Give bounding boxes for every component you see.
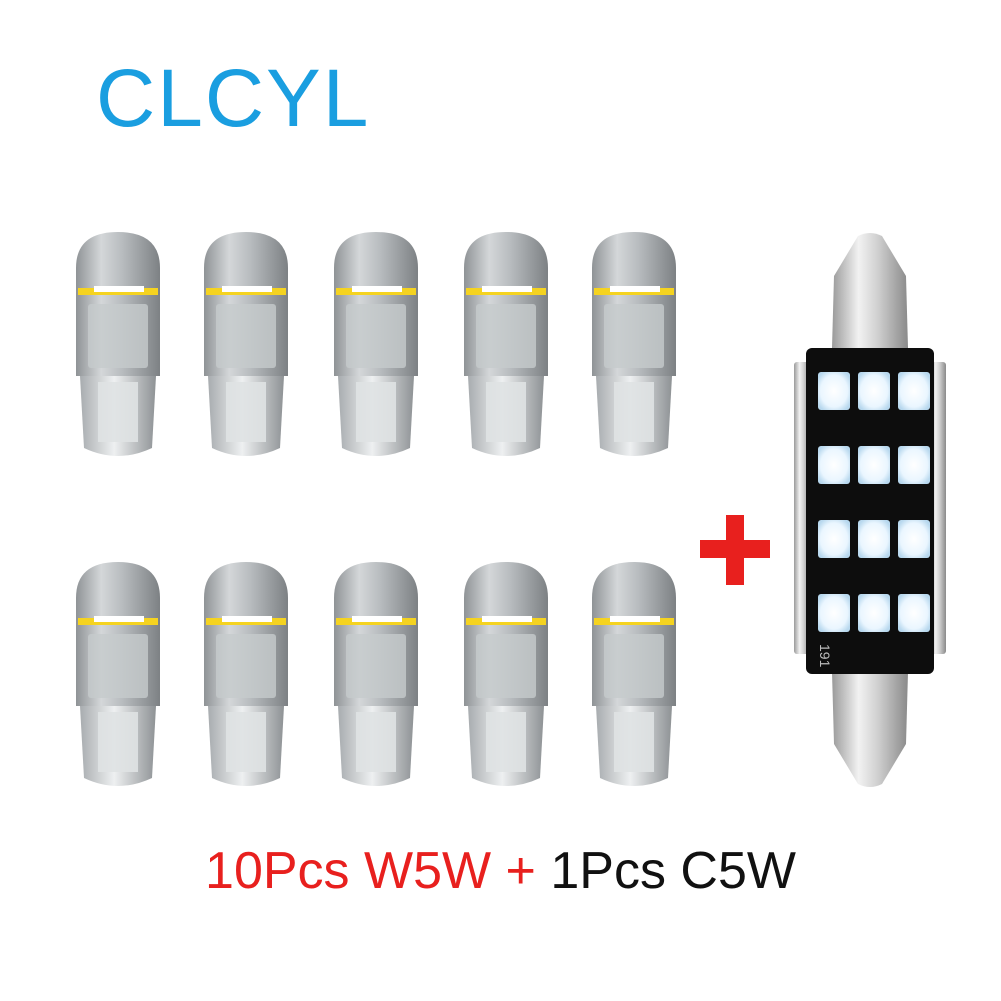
w5w-bulb bbox=[328, 558, 424, 798]
plus-vertical-bar bbox=[726, 515, 744, 585]
product-caption: 10Pcs W5W + 1Pcs C5W bbox=[0, 845, 1001, 897]
festoon-bottom-cap bbox=[832, 672, 908, 787]
w5w-bulb bbox=[586, 558, 682, 798]
festoon-led-chip bbox=[858, 372, 890, 410]
w5w-bulb bbox=[586, 228, 682, 468]
plus-sign-icon bbox=[700, 515, 770, 585]
w5w-bulb bbox=[328, 228, 424, 468]
w5w-bulb-grid bbox=[70, 228, 690, 786]
caption-c5w: 1Pcs C5W bbox=[550, 842, 796, 900]
c5w-festoon-bulb: 191 bbox=[794, 233, 946, 787]
festoon-led-chip bbox=[818, 372, 850, 410]
festoon-led-chip bbox=[818, 446, 850, 484]
w5w-bulb bbox=[198, 558, 294, 798]
festoon-led-chip bbox=[898, 372, 930, 410]
festoon-led-chip bbox=[818, 520, 850, 558]
w5w-bulb bbox=[70, 228, 166, 468]
festoon-led-chip bbox=[898, 446, 930, 484]
festoon-top-cap bbox=[832, 233, 908, 348]
festoon-led-chip bbox=[898, 594, 930, 632]
caption-plus: + bbox=[491, 842, 551, 900]
w5w-bulb bbox=[458, 558, 554, 798]
w5w-bulb bbox=[70, 558, 166, 798]
festoon-led-chip bbox=[858, 520, 890, 558]
festoon-led-chip bbox=[858, 446, 890, 484]
w5w-bulb bbox=[198, 228, 294, 468]
festoon-led-chip bbox=[858, 594, 890, 632]
caption-w5w: 10Pcs W5W bbox=[205, 842, 492, 900]
w5w-bulb bbox=[458, 228, 554, 468]
festoon-led-chip bbox=[818, 594, 850, 632]
svg-text:191: 191 bbox=[817, 644, 833, 668]
brand-logo: CLCYL bbox=[96, 53, 371, 144]
festoon-led-chip bbox=[898, 520, 930, 558]
festoon-pcb bbox=[806, 348, 934, 674]
